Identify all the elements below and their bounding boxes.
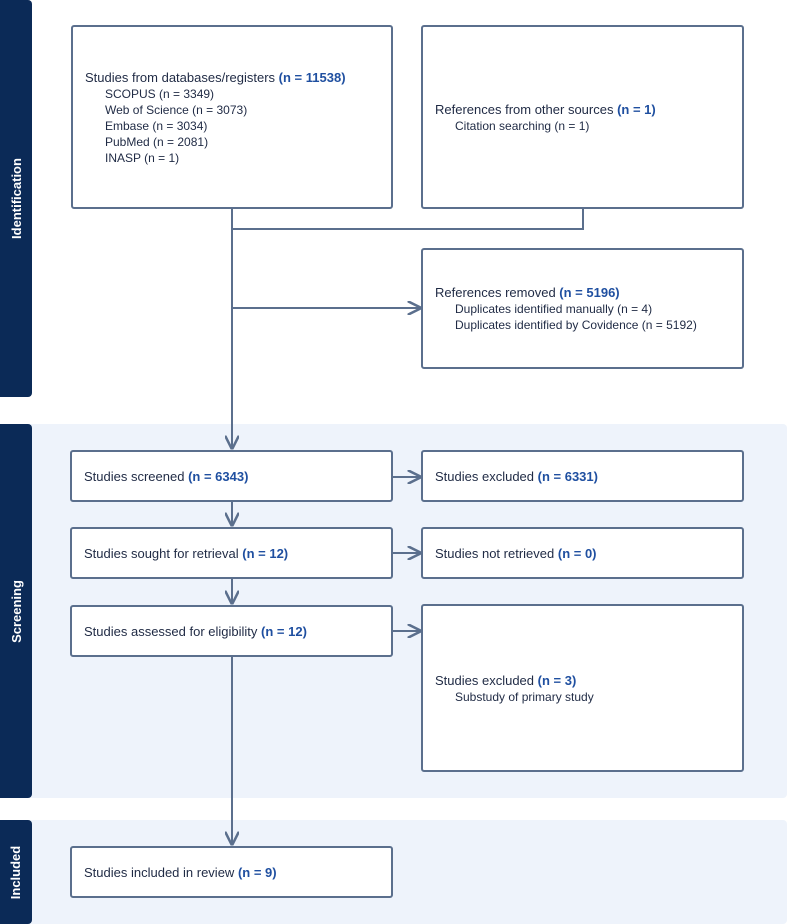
databases-source-pubmed: PubMed (n = 2081) (105, 134, 209, 149)
excluded-elig-title: Studies excluded (435, 672, 535, 688)
phase-label-included: Included (0, 820, 32, 924)
sought-title: Studies sought for retrieval (84, 545, 239, 561)
excluded-screen-count: (n = 6331) (537, 468, 598, 484)
not-retrieved-title: Studies not retrieved (435, 545, 555, 561)
assessed-title: Studies assessed for eligibility (84, 623, 258, 639)
assessed-count: (n = 12) (261, 623, 307, 639)
excluded-elig-box: Studies excluded (n = 3) Substudy of pri… (421, 604, 744, 772)
assessed-box: Studies assessed for eligibility (n = 12… (70, 605, 393, 657)
sought-count: (n = 12) (242, 545, 289, 561)
databases-box: Studies from databases/registers (n = 11… (71, 25, 393, 209)
databases-title: Studies from databases/registers (n = 11… (85, 69, 346, 85)
removed-count: (n = 5196) (559, 285, 620, 300)
databases-count: (n = 11538) (278, 69, 346, 85)
sought-box: Studies sought for retrieval (n = 12) (70, 527, 393, 579)
not-retrieved-box: Studies not retrieved (n = 0) (421, 527, 744, 579)
phase-label-identification: Identification (0, 0, 32, 397)
other-sources-citation: Citation searching (n = 1) (455, 118, 590, 133)
other-sources-count: (n = 1) (617, 101, 656, 117)
databases-source-inasp: INASP (n = 1) (105, 150, 180, 165)
included-count: (n = 9) (237, 864, 277, 880)
connector-other-sources-merge (232, 209, 584, 230)
excluded-screen-box: Studies excluded (n = 6331) (421, 450, 744, 502)
excluded-elig-reason: Substudy of primary study (455, 689, 594, 704)
databases-source-embase: Embase (n = 3034) (105, 118, 208, 133)
removed-covidence: Duplicates identified by Covidence (n = … (455, 318, 697, 332)
not-retrieved-count: (n = 0) (557, 545, 597, 561)
included-title: Studies included in review (84, 864, 235, 880)
databases-source-scopus: SCOPUS (n = 3349) (105, 86, 215, 101)
removed-manual: Duplicates identified manually (n = 4) (455, 302, 653, 316)
excluded-screen-title: Studies excluded (435, 468, 535, 484)
screened-title: Studies screened (84, 468, 185, 484)
other-sources-title: References from other sources (n = 1) (435, 101, 656, 117)
included-box: Studies included in review (n = 9) (70, 846, 393, 898)
excluded-elig-count: (n = 3) (537, 672, 577, 688)
other-sources-box: References from other sources (n = 1) Ci… (421, 25, 744, 209)
removed-title: References removed (n = 5196) (435, 285, 620, 300)
removed-box: References removed (n = 5196) Duplicates… (421, 248, 744, 369)
screened-count: (n = 6343) (188, 468, 249, 484)
databases-source-wos: Web of Science (n = 3073) (105, 102, 248, 117)
screened-box: Studies screened (n = 6343) (70, 450, 393, 502)
phase-label-screening: Screening (0, 424, 32, 798)
